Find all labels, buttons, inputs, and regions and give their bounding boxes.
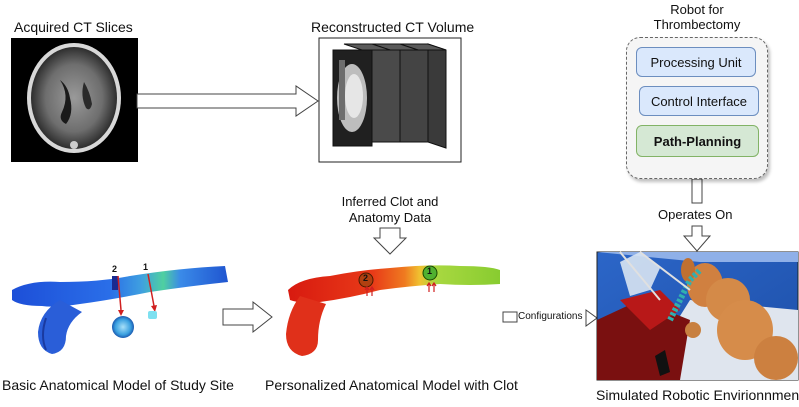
ct-slice-image xyxy=(11,38,138,162)
reconstructed-ct-label: Reconstructed CT Volume xyxy=(311,19,475,35)
personalized-marker-1: 1 xyxy=(427,266,433,276)
personalized-marker-2: 2 xyxy=(363,273,369,283)
operates-on-label: Operates On xyxy=(658,207,733,222)
basic-marker-1: 1 xyxy=(143,262,149,272)
control-interface-box: Control Interface xyxy=(639,86,759,116)
ct-volume-image xyxy=(318,37,462,163)
acquired-ct-label: Acquired CT Slices xyxy=(14,19,133,35)
simulated-robotic-environment xyxy=(596,251,799,381)
configurations-label: Configurations xyxy=(518,311,583,322)
personalized-anatomical-model xyxy=(286,265,500,356)
simulated-env-label: Simulated Robotic Envirionnment xyxy=(596,387,799,403)
arrow-slices-to-volume xyxy=(136,85,319,117)
basic-model-label: Basic Anatomical Model of Study Site xyxy=(2,377,234,393)
processing-unit-box: Processing Unit xyxy=(636,47,756,77)
basic-anatomical-model xyxy=(12,266,228,354)
robot-title-line2: Thrombectomy xyxy=(653,17,741,32)
robot-title-line1: Robot for xyxy=(670,2,724,17)
arrow-basic-to-personalized xyxy=(222,300,273,334)
path-planning-box: Path-Planning xyxy=(636,125,759,157)
inferred-label-line2: Anatomy Data xyxy=(348,210,432,225)
arrow-robot-to-sim xyxy=(682,225,712,252)
inferred-label-line1: Inferred Clot and xyxy=(341,194,439,209)
basic-marker-2: 2 xyxy=(112,264,118,274)
arrow-volume-to-personalized xyxy=(372,227,408,255)
personalized-model-label: Personalized Anatomical Model with Clot xyxy=(265,377,518,393)
arrow-personalized-to-sim xyxy=(585,309,598,327)
